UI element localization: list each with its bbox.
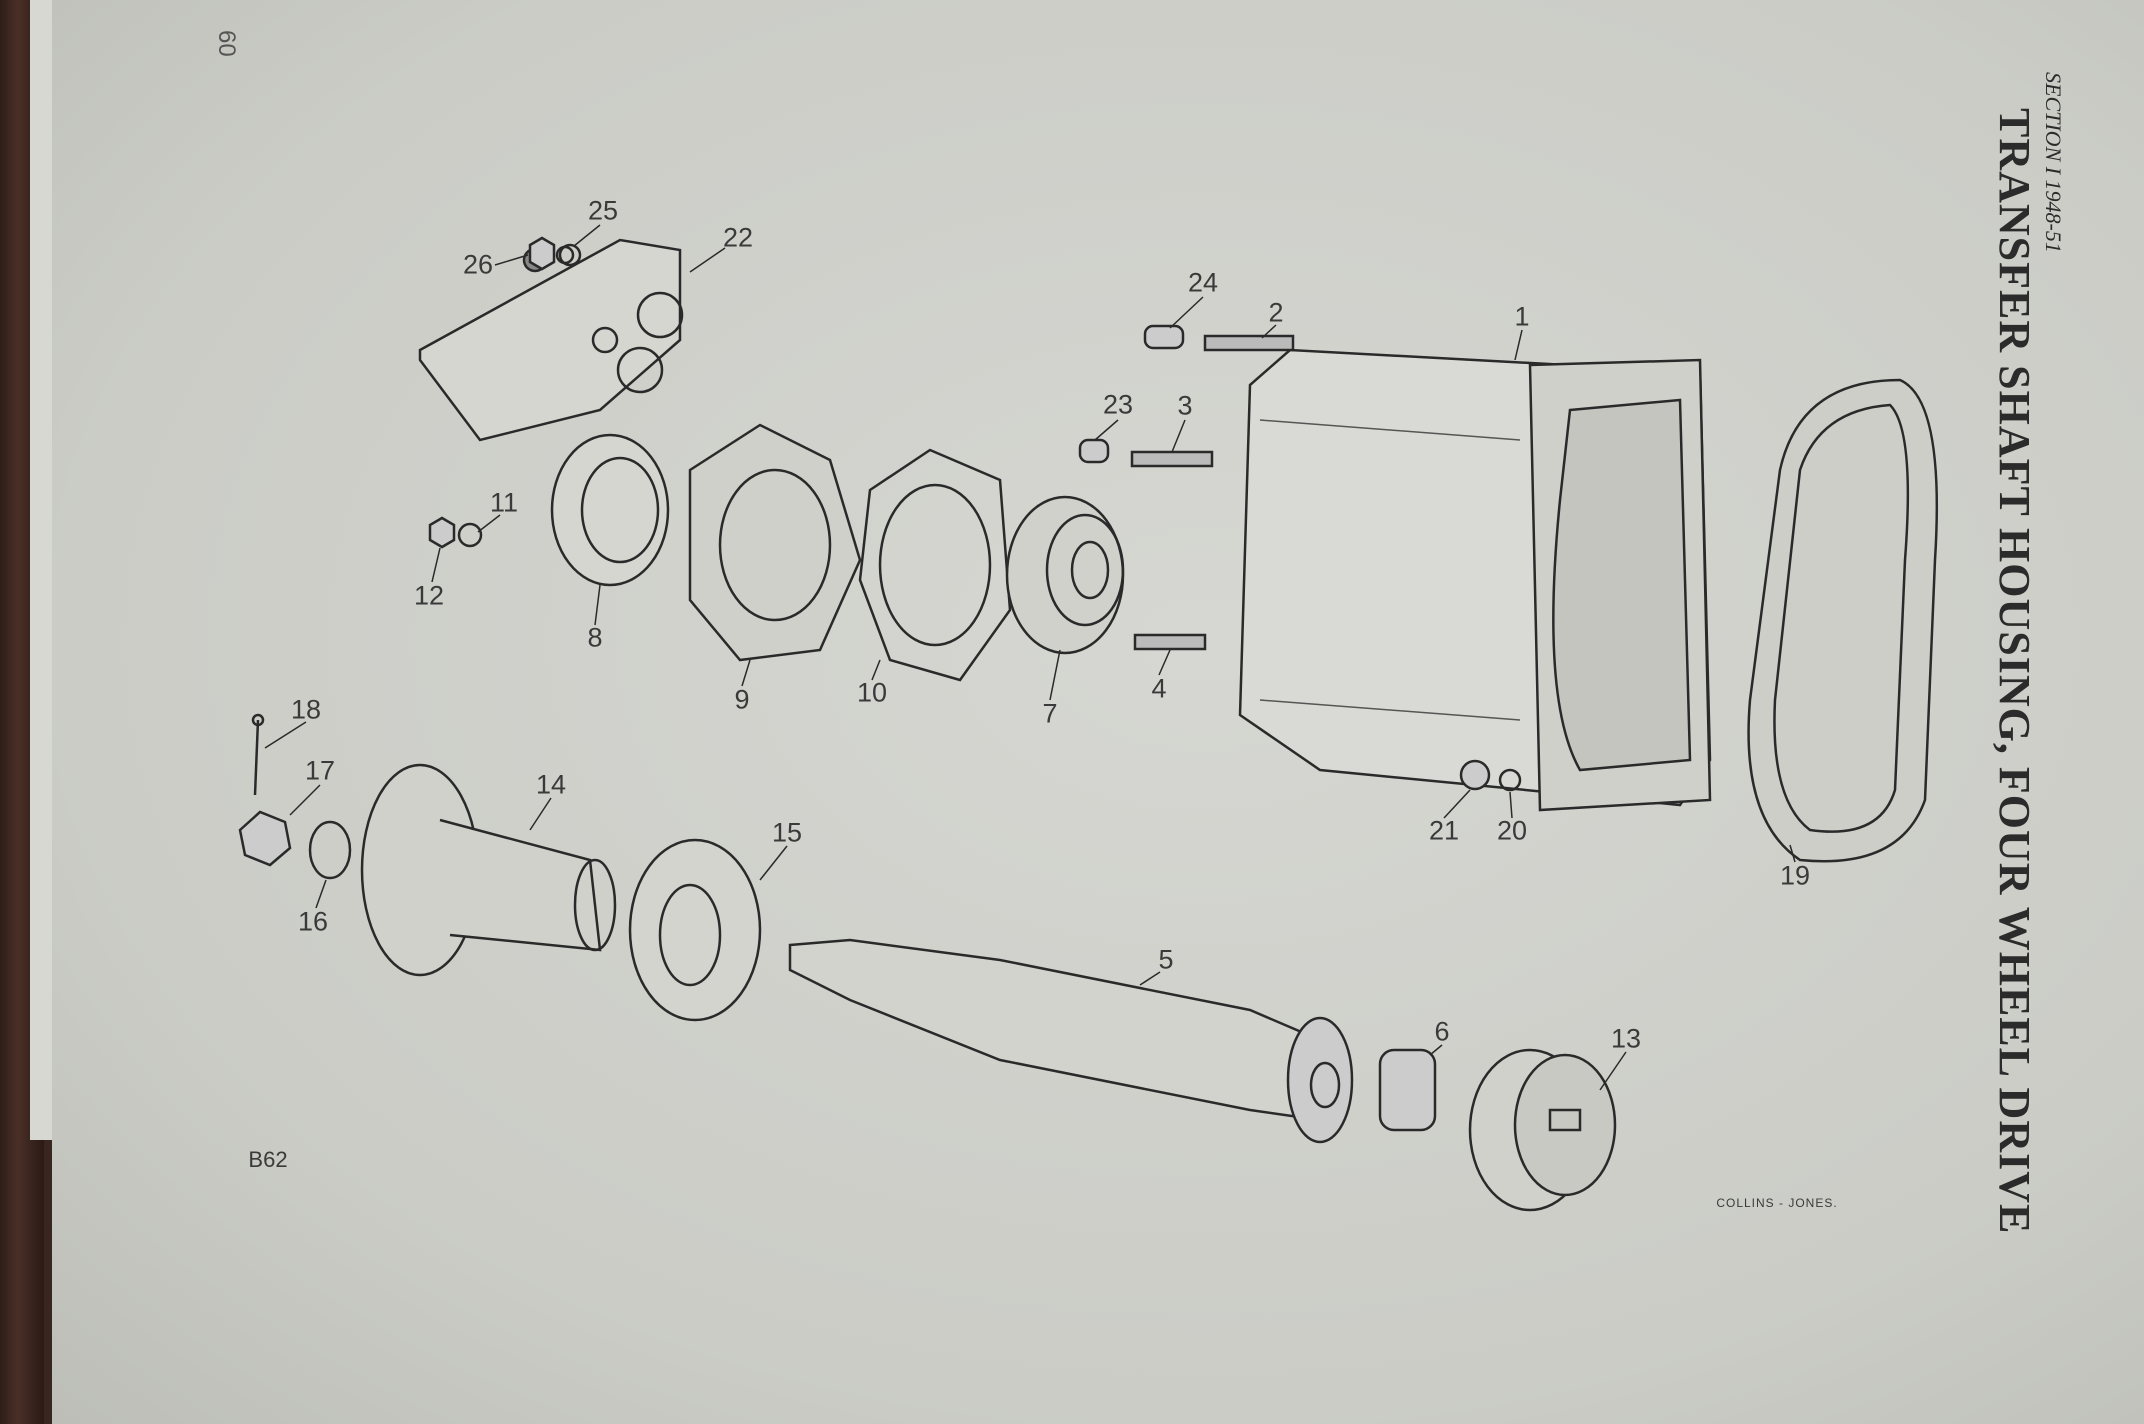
part-label: 15 [771,817,803,848]
page-title: TRANSFER SHAFT HOUSING, FOUR WHEEL DRIVE [1990,108,2039,1235]
part-label: 8 [587,622,603,653]
part-label: 2 [1268,297,1284,328]
part-label: 22 [722,222,754,253]
part-label: 1 [1514,301,1530,332]
figure-reference: B62 [248,1147,288,1172]
part-label: 4 [1151,673,1167,704]
part-label: 26 [462,249,494,280]
part-label: 20 [1496,815,1528,846]
part-label: 21 [1428,815,1460,846]
part-label: 7 [1042,698,1058,729]
page-number: 60 [213,30,240,57]
part-label: 23 [1102,389,1134,420]
part-label: 3 [1177,390,1193,421]
part-label: 14 [535,769,567,800]
part-label: 13 [1610,1023,1642,1054]
part-label: 18 [290,694,322,725]
part-housing [1238,348,1712,812]
part-label: 19 [1779,860,1811,891]
part-label: 6 [1434,1016,1450,1047]
part-label: 11 [489,487,519,518]
part-label: 9 [734,684,750,715]
part-bracket [418,238,682,442]
part-label: 17 [304,755,336,786]
part-label: 25 [587,195,619,226]
part-label: 5 [1158,944,1174,975]
illustrator-credit: COLLINS - JONES. [1716,1196,1838,1210]
part-label: 24 [1187,267,1219,298]
part-gasket [1747,378,1939,863]
part-label: 12 [413,580,445,611]
part-label: 16 [297,906,329,937]
section-heading: SECTION I 1948-51 [2041,72,2066,253]
part-label: 10 [856,677,888,708]
